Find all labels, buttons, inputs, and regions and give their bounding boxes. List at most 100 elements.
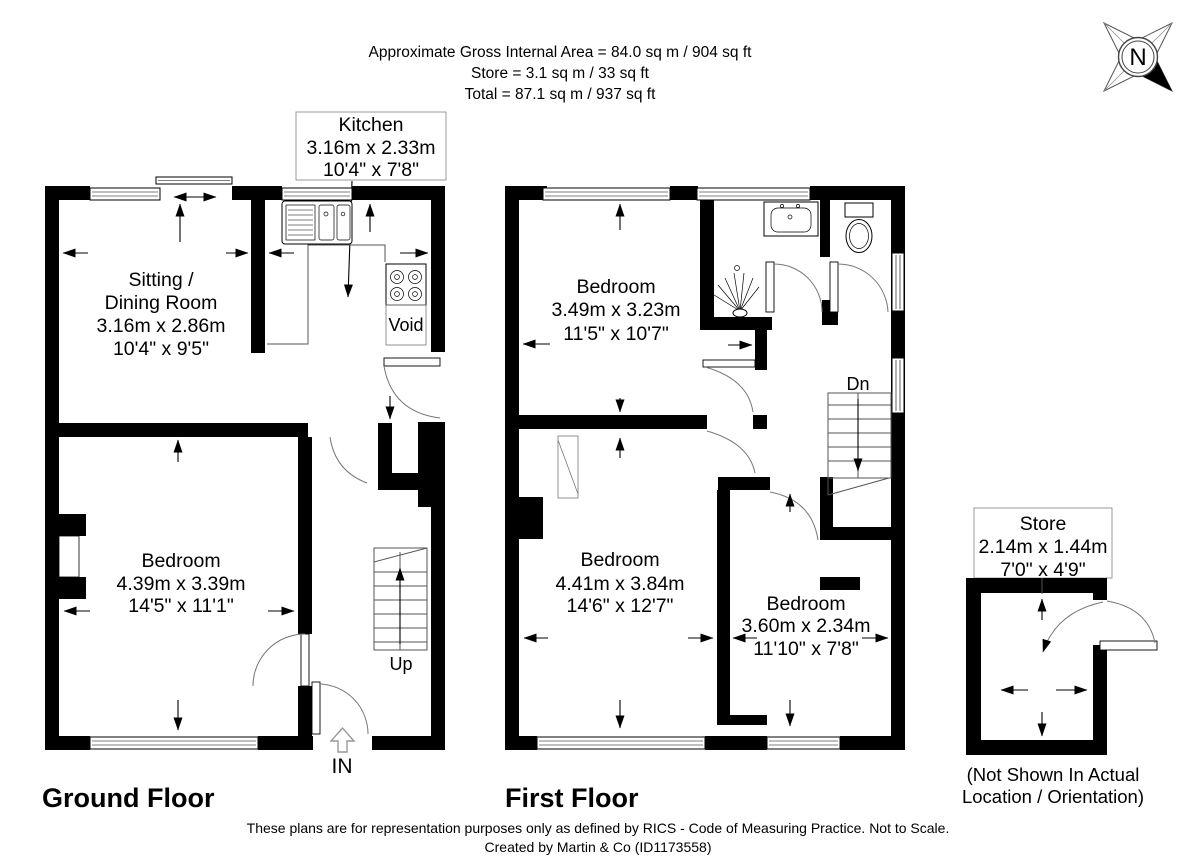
- ff-bedroom3-imperial: 11'10" x 7'8": [753, 638, 859, 660]
- gf-bedroom-name: Bedroom: [141, 550, 220, 572]
- credit-text: Created by Martin & Co (ID1173558): [485, 839, 712, 855]
- ff-bedroom2-label: Bedroom 4.41m x 3.84m 14'6" x 12'7": [556, 549, 685, 617]
- store-name: Store: [1020, 513, 1067, 535]
- front-door-leaf: [311, 681, 321, 735]
- ground-floor-dimension-arrows: [62, 192, 429, 731]
- store-note-line1: (Not Shown In Actual: [967, 764, 1140, 785]
- wardrobe-outline: [557, 435, 579, 499]
- store-label-box: Store 2.14m x 1.44m 7'0" x 4'9": [973, 507, 1113, 581]
- footer-disclaimer: These plans are for representation purpo…: [247, 820, 950, 855]
- ff-bedroom3-door-arc: [769, 491, 819, 541]
- store-imperial: 7'0" x 4'9": [1000, 559, 1085, 581]
- store-metric: 2.14m x 1.44m: [979, 536, 1108, 558]
- window: [536, 736, 706, 750]
- window: [891, 252, 905, 312]
- ff-bedroom2-metric: 4.41m x 3.84m: [556, 573, 685, 595]
- ff-bedroom2-imperial: 14'6" x 12'7": [567, 595, 674, 617]
- dn-label: Dn: [846, 374, 869, 394]
- bedroom-door-leaf: [300, 633, 310, 687]
- total-area-text: Total = 87.1 sq m / 937 sq ft: [465, 86, 657, 103]
- north-arrow-icon: N: [1102, 21, 1174, 93]
- store-plan: Store 2.14m x 1.44m 7'0" x 4'9" (Not Sho…: [962, 507, 1158, 807]
- ff-bedroom3-metric: 3.60m x 2.34m: [742, 615, 871, 637]
- stairs-up: [373, 547, 428, 651]
- gf-bedroom-metric: 4.39m x 3.39m: [117, 573, 246, 595]
- sitting-room-imperial: 10'4" x 9'5": [113, 338, 209, 360]
- kitchen-metric: 3.16m x 2.33m: [307, 137, 436, 159]
- ff-bedroom1-metric: 3.49m x 3.23m: [552, 299, 681, 321]
- kitchen-counter-line: [267, 244, 386, 345]
- stairs-down: [827, 392, 892, 496]
- ff-bedroom3-name: Bedroom: [766, 593, 845, 615]
- bathroom-door-leaf: [765, 261, 775, 313]
- sitting-room-metric: 3.16m x 2.86m: [97, 315, 226, 337]
- wc-door-leaf: [829, 261, 839, 313]
- ground-floor-doors: [252, 357, 441, 735]
- first-floor-windows: [536, 187, 905, 750]
- sitting-dining-room-label: Sitting / Dining Room 3.16m x 2.86m 10'4…: [97, 269, 226, 360]
- bedroom-door-arc: [252, 633, 306, 687]
- first-floor-dimension-arrows: [522, 203, 889, 729]
- store-dimension-arrows: [1000, 578, 1088, 737]
- store-door-arc: [1106, 600, 1156, 644]
- store-area-text: Store = 3.1 sq m / 33 sq ft: [471, 65, 650, 82]
- void-area: [385, 304, 427, 346]
- up-label: Up: [389, 654, 412, 674]
- window: [696, 187, 811, 201]
- first-floor-walls: [505, 186, 905, 750]
- ff-bedroom1-imperial: 11'5" x 10'7": [563, 323, 669, 345]
- back-door-arc: [383, 365, 441, 419]
- void-label: Void: [388, 315, 423, 335]
- hob-icon: [385, 263, 427, 306]
- header-area-summary: Approximate Gross Internal Area = 84.0 s…: [369, 44, 753, 103]
- back-door-leaf: [383, 357, 441, 367]
- disclaimer-text: These plans are for representation purpo…: [247, 820, 950, 836]
- gf-bedroom-imperial: 14'5" x 11'1": [128, 595, 234, 617]
- ff-bedroom2-name: Bedroom: [580, 549, 659, 571]
- basin-icon: [763, 201, 819, 237]
- ground-floor-title: Ground Floor: [42, 783, 215, 813]
- entrance-arrow-icon: [329, 726, 356, 753]
- kitchen-name: Kitchen: [338, 114, 403, 136]
- hall-door-arc: [329, 436, 368, 484]
- store-door-swing-arrow: [1042, 601, 1104, 653]
- compass-n-label: N: [1129, 44, 1146, 71]
- window: [89, 736, 259, 750]
- gf-bedroom-label: Bedroom 4.39m x 3.39m 14'5" x 11'1": [117, 550, 246, 617]
- bay-window: [155, 176, 233, 185]
- store-door: [1042, 600, 1158, 653]
- in-label: IN: [332, 755, 353, 778]
- ff-bedroom1-door-arc: [704, 366, 754, 413]
- ff-bedroom1-name: Bedroom: [576, 276, 655, 298]
- window: [766, 736, 841, 750]
- sink-icon: [281, 200, 353, 245]
- window: [542, 187, 671, 201]
- ff-bedroom3-label: Bedroom 3.60m x 2.34m 11'10" x 7'8": [742, 593, 871, 660]
- first-floor-doors: [702, 261, 889, 541]
- ground-floor-windows: [89, 176, 353, 750]
- front-door-arc: [319, 683, 369, 735]
- wc-door-arc: [837, 263, 889, 313]
- ff-bedroom1-door-leaf: [702, 359, 756, 368]
- store-door-leaf: [1099, 640, 1158, 651]
- ff-bedroom2-door-arc: [706, 430, 756, 474]
- first-floor-title: First Floor: [505, 783, 639, 813]
- bathroom-door-arc: [773, 263, 823, 313]
- toilet-icon: [844, 202, 874, 253]
- gross-internal-area-text: Approximate Gross Internal Area = 84.0 s…: [369, 44, 753, 61]
- window: [89, 187, 161, 201]
- store-walls: [966, 578, 1107, 755]
- sitting-room-name-line2: Dining Room: [105, 292, 218, 314]
- window: [281, 187, 353, 201]
- shower-icon: [713, 265, 760, 318]
- sitting-room-name-line1: Sitting /: [128, 269, 194, 291]
- ground-floor-plan: Sitting / Dining Room 3.16m x 2.86m 10'4…: [45, 176, 445, 778]
- ff-bedroom1-label: Bedroom 3.49m x 3.23m 11'5" x 10'7": [552, 276, 681, 345]
- store-note-line2: Location / Orientation): [962, 786, 1144, 807]
- kitchen-label-box: Kitchen 3.16m x 2.33m 10'4" x 7'8": [295, 111, 447, 298]
- kitchen-imperial: 10'4" x 7'8": [323, 159, 419, 181]
- window: [891, 357, 905, 414]
- ground-floor-walls: [45, 186, 445, 750]
